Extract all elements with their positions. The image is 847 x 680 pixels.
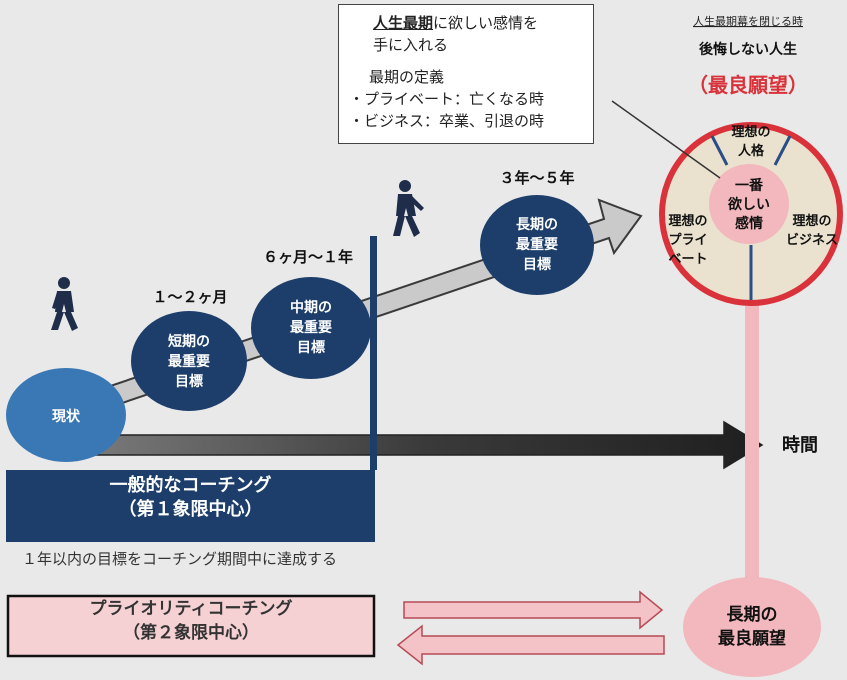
svg-text:理想の: 理想の — [792, 213, 831, 229]
svg-text:中期の: 中期の — [290, 299, 332, 316]
note-emphasis: 人生最期 — [373, 14, 434, 32]
ideal-circle — [659, 122, 843, 306]
svg-text:ビジネス: ビジネス — [786, 232, 838, 248]
general-coaching-box — [6, 470, 375, 542]
priority-coaching-subtitle: （第２象限中心） — [123, 623, 259, 643]
priority-coaching-label: プライオリティコーチング （第２象限中心） — [8, 597, 374, 645]
mid-term-goal-circle — [251, 277, 371, 379]
svg-text:最重要: 最重要 — [516, 236, 558, 253]
current-state-label: 現状 — [52, 408, 81, 425]
svg-text:長期の: 長期の — [727, 605, 778, 625]
svg-text:目標: 目標 — [297, 339, 325, 356]
svg-text:目標: 目標 — [175, 373, 203, 390]
backward-arrow — [396, 624, 665, 666]
short-term-goal-circle — [131, 311, 247, 411]
svg-text:長期の: 長期の — [516, 217, 558, 233]
svg-text:理想の: 理想の — [668, 213, 707, 229]
svg-text:短期の: 短期の — [168, 333, 210, 350]
general-coaching-label: 一般的なコーチング （第１象限中心） — [6, 474, 375, 522]
mid-duration-label: ６ヶ月～１年 — [263, 248, 353, 266]
note-line-1: 人生最期に欲しい感情を — [373, 13, 538, 34]
note-line-3: 最期の定義 — [369, 68, 445, 86]
best-wish-connector — [745, 300, 759, 590]
long-duration-label: ３年～５年 — [499, 169, 574, 187]
priority-coaching-box — [6, 594, 376, 658]
person-walking-icon — [393, 180, 424, 237]
svg-text:欲しい: 欲しい — [727, 196, 770, 213]
general-coaching-subtitle: （第１象限中心） — [118, 499, 263, 520]
current-state-circle — [6, 368, 126, 462]
long-term-best-wish-text: 長期の 最良願望 — [718, 605, 786, 649]
life-end-label: 人生最期幕を閉じる時 — [693, 14, 803, 28]
priority-coaching-title: プライオリティコーチング — [89, 599, 293, 619]
svg-text:ベート: ベート — [668, 252, 707, 267]
no-regret-label: 後悔しない人生 — [699, 41, 797, 58]
general-coaching-title: 一般的なコーチング — [109, 475, 272, 496]
svg-text:一番: 一番 — [735, 177, 764, 194]
best-wish-circle — [683, 577, 821, 677]
one-year-divider — [370, 236, 377, 470]
time-arrow — [89, 420, 764, 470]
note-line-2: 手に入れる — [373, 36, 449, 54]
note-line-4: ・プライベート：亡くなる時 — [349, 90, 545, 108]
forward-arrow — [403, 590, 664, 630]
most-desired-emotion-text: 一番 欲しい 感情 — [727, 177, 770, 232]
svg-text:理想の: 理想の — [731, 124, 770, 140]
svg-text:人格: 人格 — [738, 143, 765, 159]
person-walking-icon — [51, 277, 78, 331]
svg-text:最良願望: 最良願望 — [718, 628, 786, 649]
definition-note: 人生最期に欲しい感情を 手に入れる 最期の定義 ・プライベート：亡くなる時 ・ビ… — [338, 4, 594, 144]
ideal-business-text: 理想の ビジネス — [786, 213, 838, 248]
svg-text:プライ: プライ — [668, 233, 707, 248]
note-line-5: ・ビジネス：卒業、引退の時 — [349, 112, 545, 130]
long-term-goal-text: 長期の 最重要 目標 — [516, 217, 558, 273]
ideal-personality-text: 理想の 人格 — [731, 124, 770, 159]
short-duration-label: １～２ヶ月 — [152, 288, 227, 306]
svg-text:最重要: 最重要 — [290, 319, 332, 336]
general-coaching-caption: １年以内の目標をコーチング期間中に達成する — [22, 550, 338, 568]
mid-term-goal-text: 中期の 最重要 目標 — [290, 299, 332, 356]
svg-text:目標: 目標 — [523, 256, 551, 273]
short-term-goal-text: 短期の 最重要 目標 — [168, 333, 210, 390]
time-axis-label: 時間 — [782, 435, 818, 456]
svg-text:感情: 感情 — [735, 215, 763, 232]
ideal-private-text: 理想の プライ ベート — [668, 213, 707, 267]
note-line-1-rest: に欲しい感情を — [433, 14, 539, 32]
note-pointer — [611, 100, 721, 179]
best-wish-title: （最良願望） — [688, 73, 808, 97]
long-term-goal-circle — [480, 195, 594, 295]
svg-text:最重要: 最重要 — [168, 353, 210, 370]
